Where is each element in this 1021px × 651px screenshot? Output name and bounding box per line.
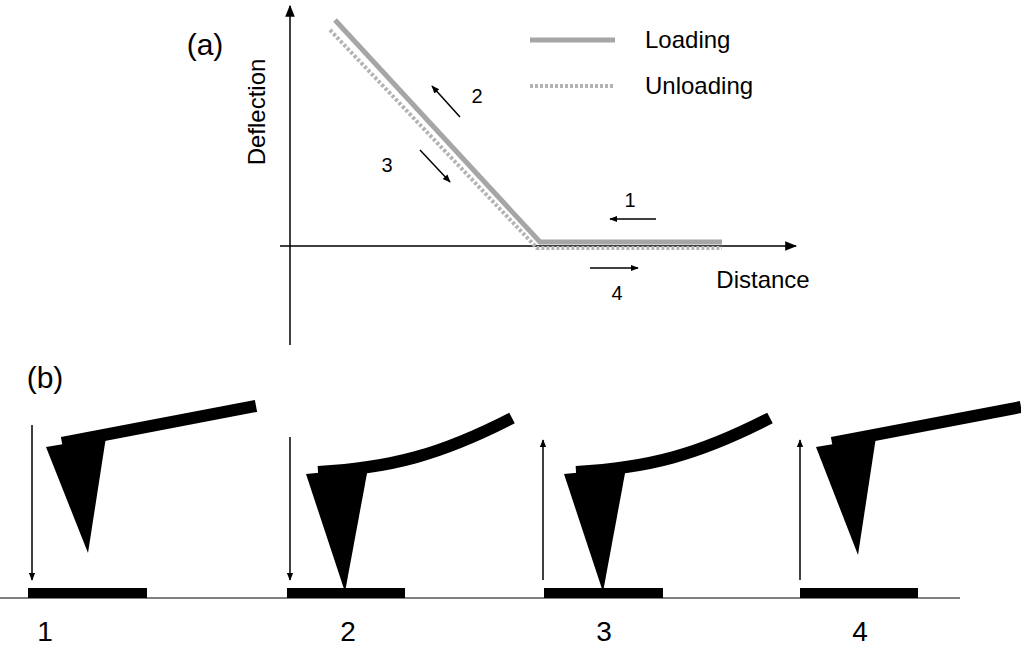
direction-arrow [610, 218, 656, 220]
cantilever-tip [816, 437, 876, 555]
sample-surface [800, 588, 918, 598]
direction-arrow [420, 150, 450, 182]
cantilever-beam [62, 406, 256, 443]
sample-surface [287, 588, 405, 598]
motion-arrow [542, 440, 544, 580]
step-number: 2 [471, 86, 482, 106]
cantilever-beam [576, 418, 770, 472]
motion-arrow [799, 440, 801, 580]
legend-text: Unloading [645, 74, 753, 98]
motion-arrow [289, 437, 291, 580]
step-number: 2 [340, 618, 356, 646]
step-number: 4 [611, 283, 622, 303]
panel-letter: (b) [27, 363, 64, 393]
direction-arrow [590, 267, 638, 269]
legend-text: Loading [645, 28, 730, 52]
cantilever-beam [318, 418, 512, 472]
cantilever-tip [46, 437, 106, 553]
step-number: 1 [37, 618, 53, 646]
sample-surface [544, 588, 663, 598]
sample-surface [28, 588, 147, 598]
step-number: 3 [381, 155, 392, 175]
cantilever-tip [306, 468, 368, 592]
motion-arrow [31, 425, 33, 580]
step-number: 1 [624, 190, 635, 210]
direction-arrow [432, 86, 460, 117]
y-axis [289, 6, 291, 345]
cantilever-beam [832, 407, 1021, 443]
loading-curve [335, 20, 722, 242]
panel-letter: (a) [187, 30, 224, 60]
axis-title: Deflection [245, 59, 269, 166]
legend-sample [530, 38, 615, 43]
axis-title: Distance [716, 268, 809, 292]
unloading-curve [330, 30, 722, 248]
cantilever-tip [564, 468, 626, 592]
step-number: 4 [852, 618, 868, 646]
step-number: 3 [596, 618, 612, 646]
legend-sample [530, 84, 615, 88]
